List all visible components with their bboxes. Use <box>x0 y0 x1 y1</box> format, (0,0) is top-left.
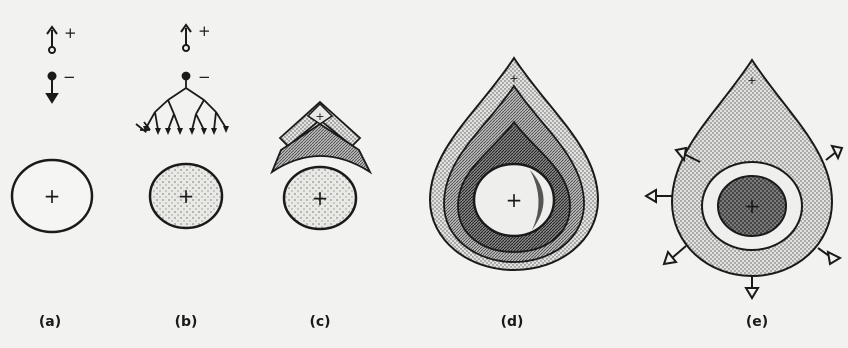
tip-plus: + <box>509 72 518 85</box>
nucleus-plus: + <box>44 184 61 208</box>
panel-label-d: (d) <box>501 314 524 330</box>
nucleus-plus: + <box>178 184 195 208</box>
panel-d: + + <box>430 58 598 270</box>
panel-label-e: (e) <box>746 314 768 330</box>
plus-symbol: + <box>64 24 77 42</box>
panel-label-a: (a) <box>39 314 61 330</box>
positive-charge-arrow-icon <box>181 25 191 51</box>
plus-symbol: + <box>198 22 211 40</box>
panel-a: + − + <box>12 24 92 232</box>
minus-symbol: − <box>198 68 211 86</box>
tip-plus: + <box>315 110 324 123</box>
tip-plus: + <box>747 74 756 87</box>
electron-cascade-icon <box>136 73 229 136</box>
nucleus-plus: + <box>312 186 329 210</box>
nucleus-plus: + <box>506 188 523 212</box>
panel-c: + + <box>272 102 370 229</box>
positive-charge-arrow-icon <box>47 27 57 53</box>
nucleus-plus: + <box>744 194 761 218</box>
panel-label-c: (c) <box>309 314 330 330</box>
panel-e: + + <box>646 60 842 298</box>
panel-b: + − + <box>136 22 229 228</box>
negative-charge-arrow-icon <box>47 73 57 103</box>
minus-symbol: − <box>63 68 76 86</box>
panel-label-b: (b) <box>175 314 198 330</box>
